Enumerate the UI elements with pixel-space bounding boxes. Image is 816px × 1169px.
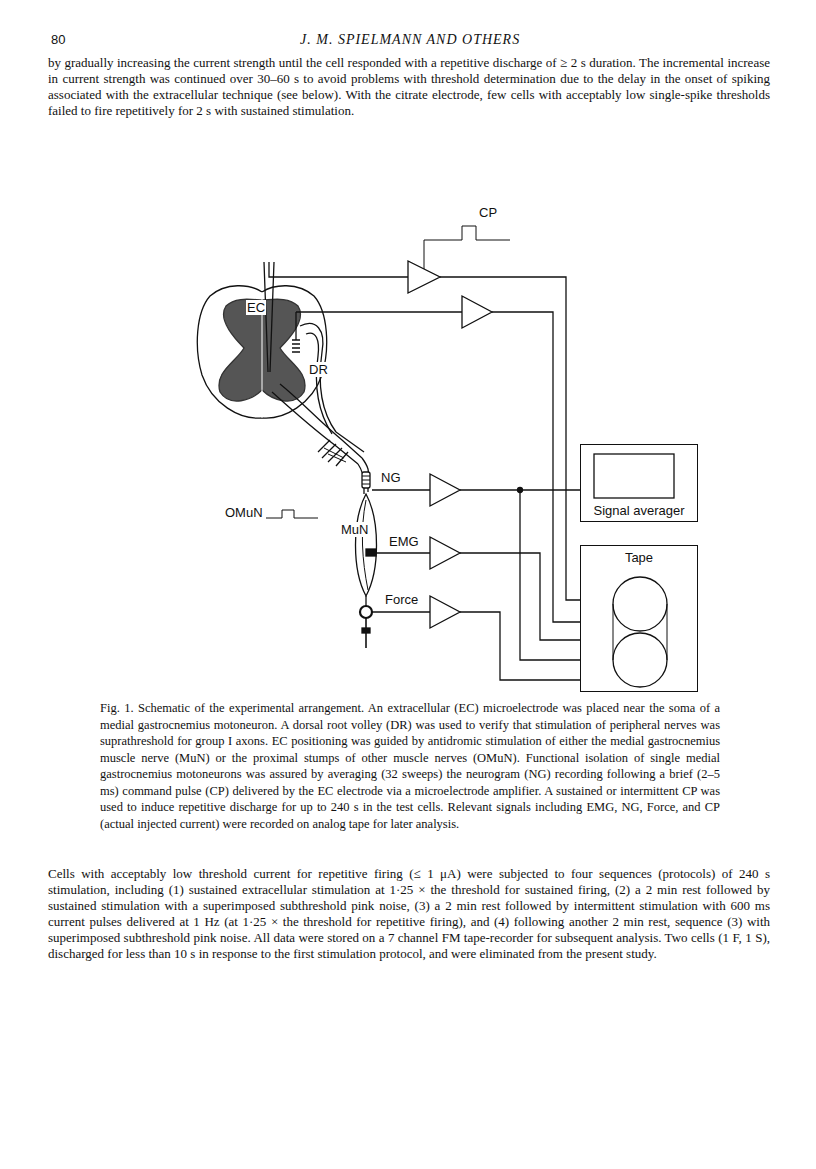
body-paragraph: by gradually increasing the current stre… [48,55,770,119]
force-transducer [360,606,372,618]
body-paragraph: Cells with acceptably low threshold curr… [48,866,770,962]
running-head: J. M. SPIELMANN AND OTHERS [299,32,521,47]
emg-wire [376,552,430,553]
cp-output [440,277,580,600]
ventral-root [272,392,358,464]
signal-label: MuN [340,522,369,537]
dr-wire [296,311,462,312]
emg-electrode [366,549,376,556]
signal-label: OMuN [224,505,264,520]
muscle-fibre [362,500,368,590]
dr-lead [295,312,296,340]
amplifier [430,537,460,569]
amplifier [430,596,460,628]
ng-wire [372,489,430,490]
ec-wire [269,262,408,277]
tape-recorder: Tape [580,545,698,692]
signal-label: NG [380,470,402,485]
wiring [197,226,674,687]
box-text: Signal averager [581,503,697,518]
scope-screen [594,454,674,498]
signal-label: Force [384,592,419,607]
stimulation-electrode [324,448,346,462]
ventral-root [280,384,362,458]
signal-label: EC [246,300,266,315]
clamp [362,628,370,633]
omun-stumps [318,440,348,466]
force-wire [372,611,430,612]
signal-label: EMG [388,534,420,549]
tape-reel [613,633,667,687]
tendon [365,596,366,606]
emg-output [460,553,580,640]
figure-caption: Fig. 1. Schematic of the experimental ar… [100,700,720,832]
box-text: Tape [581,550,697,565]
ec-electrode [264,262,274,372]
omun-pulse [266,510,318,518]
amplifier [462,296,492,328]
cp-pulse [424,226,510,269]
ng-output [520,490,580,660]
signal-averager: Signal averager [580,444,698,522]
ng-electrode [362,476,370,484]
amplifier [430,474,460,506]
muscle [356,494,377,596]
page-number: 80 [50,32,66,47]
ng-electrode [362,472,370,488]
dr-output [492,312,580,622]
tape [613,604,667,660]
force-output [460,612,580,680]
junction-dot [518,488,523,493]
tape-reel [613,577,667,631]
dr-electrode [292,340,300,352]
signal-label: CP [478,205,498,220]
spinal-cord [197,286,326,418]
signal-label: DR [308,362,329,377]
